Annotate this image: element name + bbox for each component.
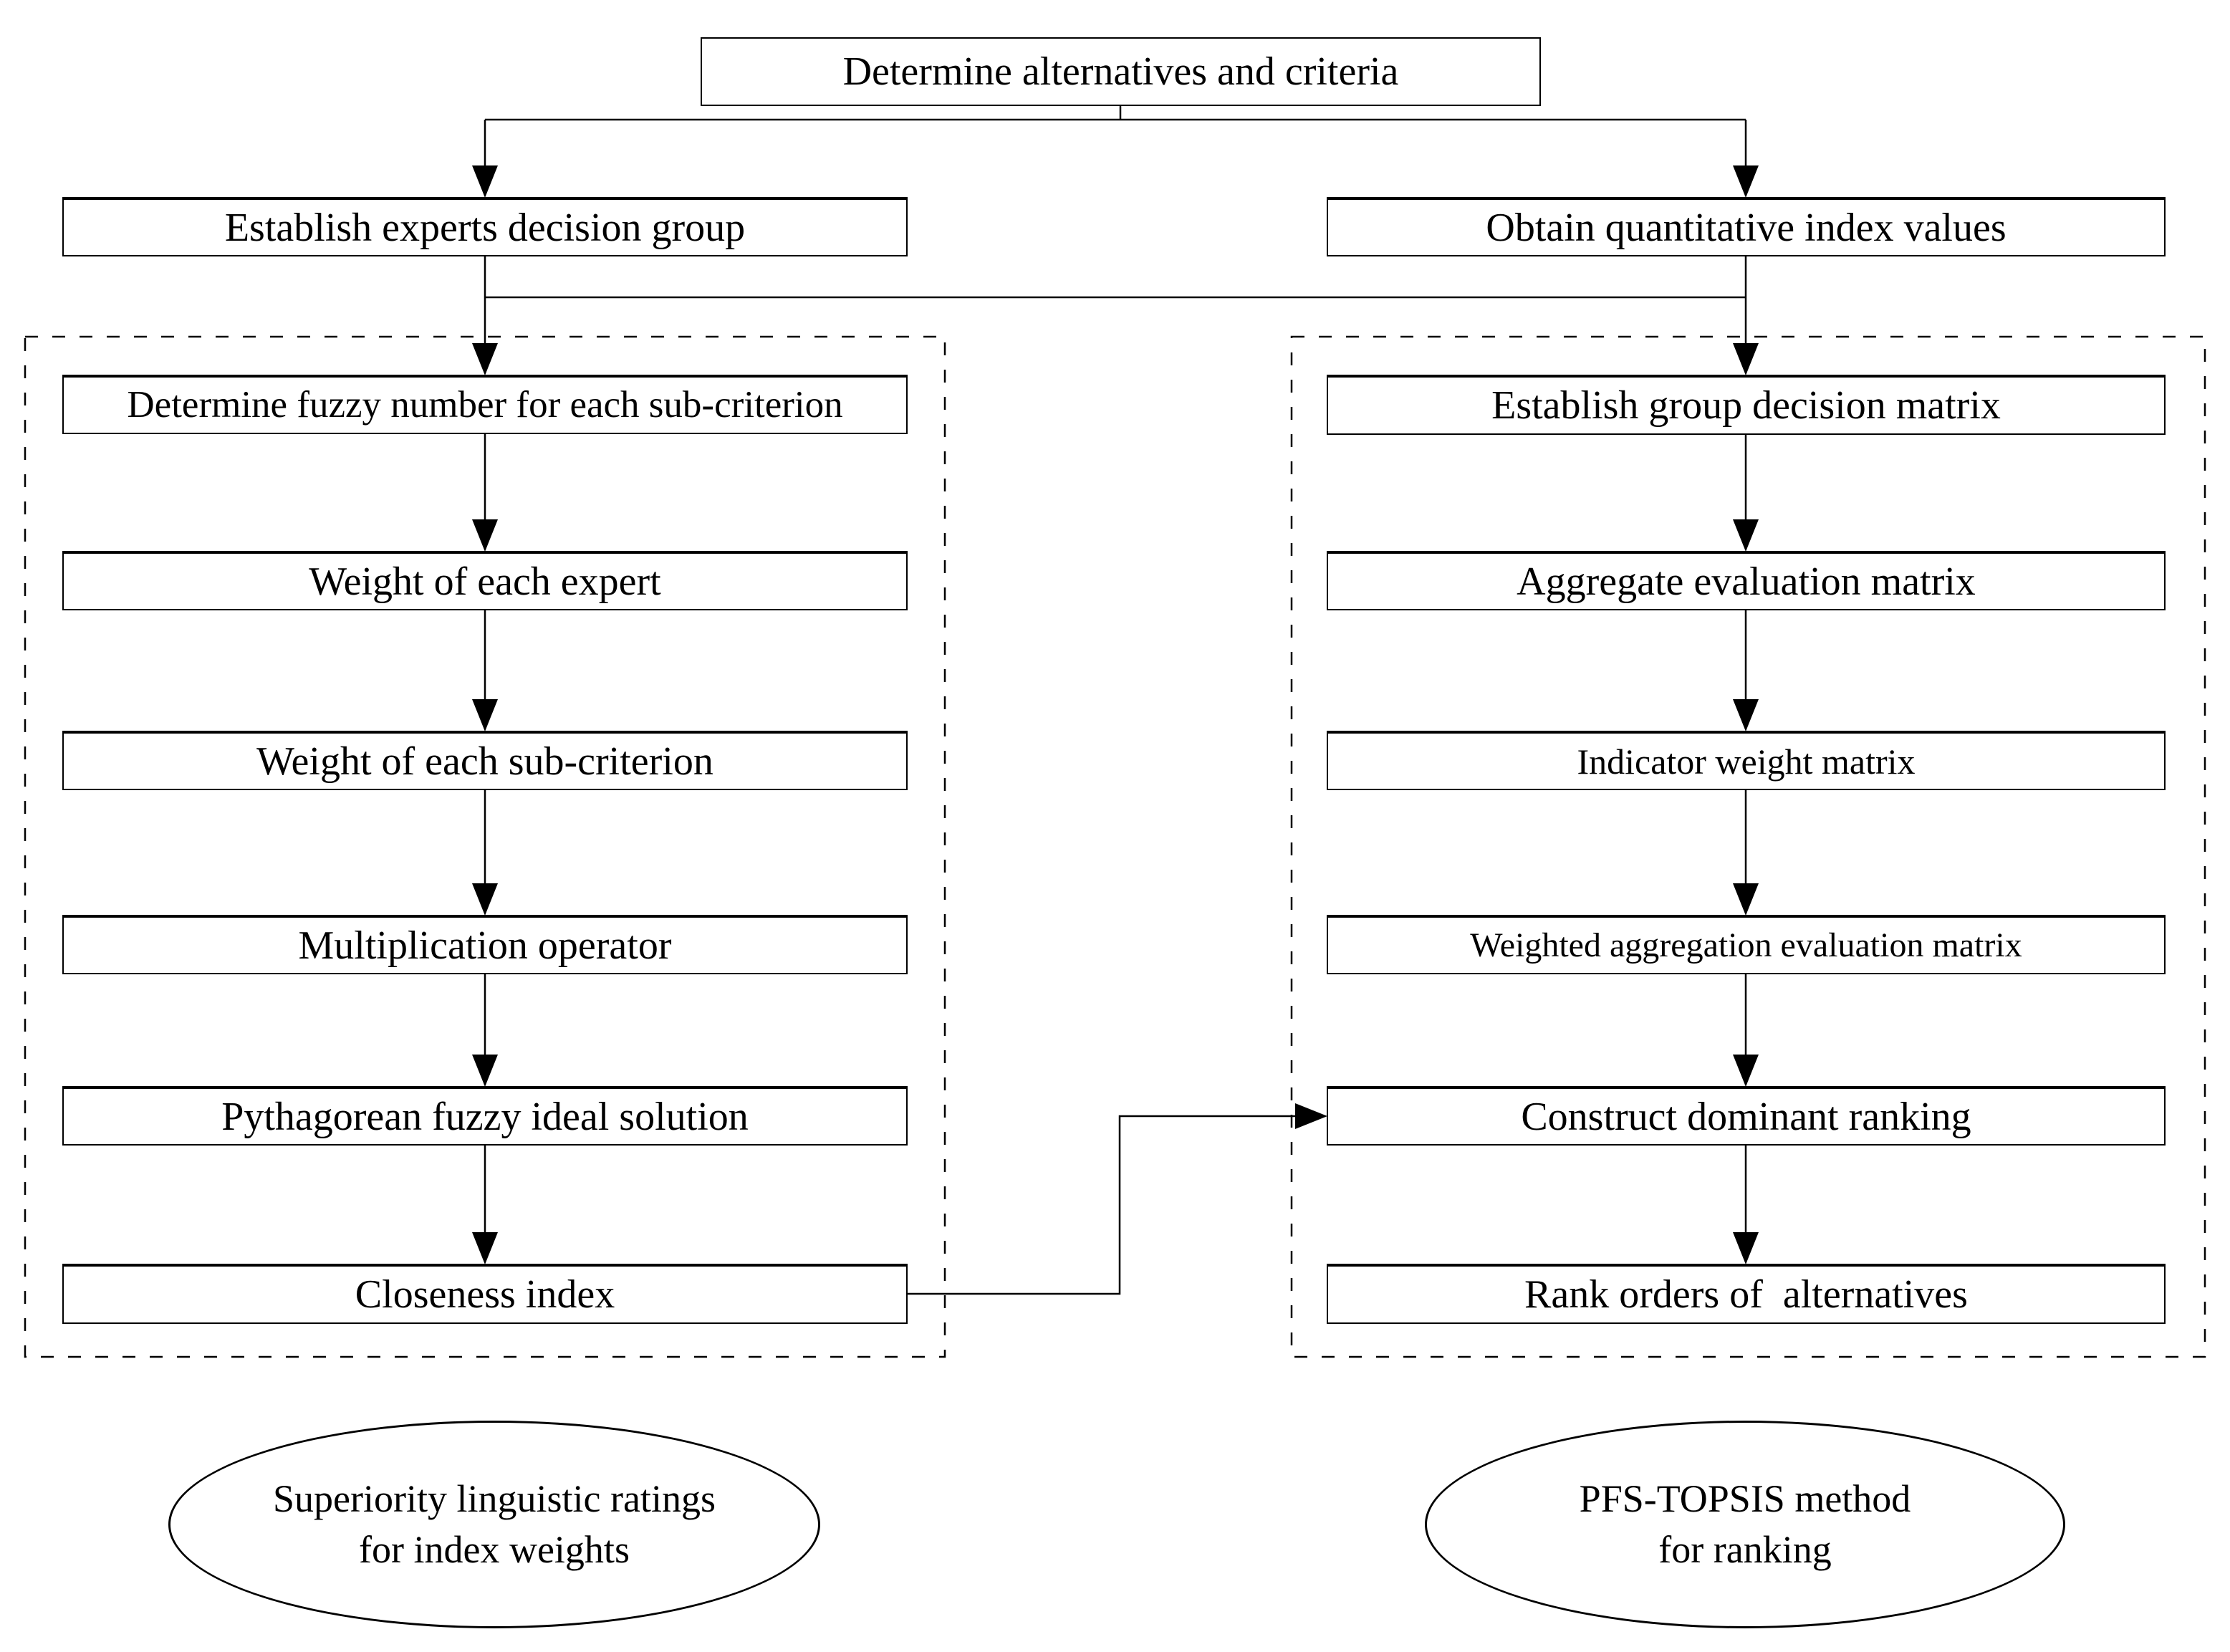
left-dashed-container-border: [24, 335, 946, 1358]
node-multiplication-operator: Multiplication operator: [62, 915, 908, 974]
node-aggregate-evaluation-matrix: Aggregate evaluation matrix: [1327, 551, 2166, 610]
node-weight-of-each-expert: Weight of each expert: [62, 551, 908, 610]
node-indicator-weight-matrix: Indicator weight matrix: [1327, 731, 2166, 790]
node-label: Aggregate evaluation matrix: [1517, 559, 1976, 604]
arrowheads: [472, 165, 1759, 1264]
node-weighted-aggregation-evaluation-matrix: Weighted aggregation evaluation matrix: [1327, 915, 2166, 974]
node-pythagorean-fuzzy-ideal-solution: Pythagorean fuzzy ideal solution: [62, 1086, 908, 1146]
connector-closeness-to-ranking: [908, 1115, 1320, 1295]
node-label: Closeness index: [355, 1272, 615, 1317]
node-rank-orders-of-alternatives: Rank orders of alternatives: [1327, 1264, 2166, 1324]
node-label: Rank orders of alternatives: [1524, 1272, 1968, 1317]
node-label: Construct dominant ranking: [1521, 1094, 1971, 1139]
node-label: Weight of each expert: [309, 559, 661, 604]
node-obtain-quantitative-values: Obtain quantitative index values: [1327, 197, 2166, 256]
node-label: Indicator weight matrix: [1577, 741, 1916, 782]
node-label: Weighted aggregation evaluation matrix: [1470, 926, 2022, 964]
ellipse-label-line1: Superiority linguistic ratings: [273, 1476, 716, 1520]
node-label: Establish group decision matrix: [1491, 383, 2001, 428]
node-label: Determine fuzzy number for each sub-crit…: [127, 384, 843, 426]
node-label: Weight of each sub-criterion: [256, 739, 713, 784]
ellipse-superiority-linguistic-ratings: Superiority linguistic ratings for index…: [168, 1421, 820, 1628]
node-label: Multiplication operator: [298, 923, 672, 968]
node-establish-group-decision-matrix: Establish group decision matrix: [1327, 375, 2166, 435]
node-label: Establish experts decision group: [224, 205, 746, 250]
node-determine-alternatives: Determine alternatives and criteria: [701, 37, 1541, 106]
node-label: Obtain quantitative index values: [1486, 205, 2006, 250]
node-establish-experts-group: Establish experts decision group: [62, 197, 908, 256]
node-closeness-index: Closeness index: [62, 1264, 908, 1324]
node-weight-of-each-subcriterion: Weight of each sub-criterion: [62, 731, 908, 790]
node-determine-fuzzy-number: Determine fuzzy number for each sub-crit…: [62, 375, 908, 434]
node-label: Determine alternatives and criteria: [842, 49, 1399, 94]
ellipse-label-line1: PFS-TOPSIS method: [1579, 1476, 1911, 1520]
ellipse-label-line2: for index weights: [359, 1528, 630, 1571]
node-construct-dominant-ranking: Construct dominant ranking: [1327, 1086, 2166, 1146]
ellipse-pfs-topsis-method: PFS-TOPSIS method for ranking: [1425, 1421, 2065, 1628]
ellipse-label-line2: for ranking: [1658, 1528, 1832, 1571]
connector-start-branch: [484, 106, 1747, 196]
right-dashed-container-border: [1290, 335, 2206, 1358]
node-label: Pythagorean fuzzy ideal solution: [221, 1094, 749, 1139]
